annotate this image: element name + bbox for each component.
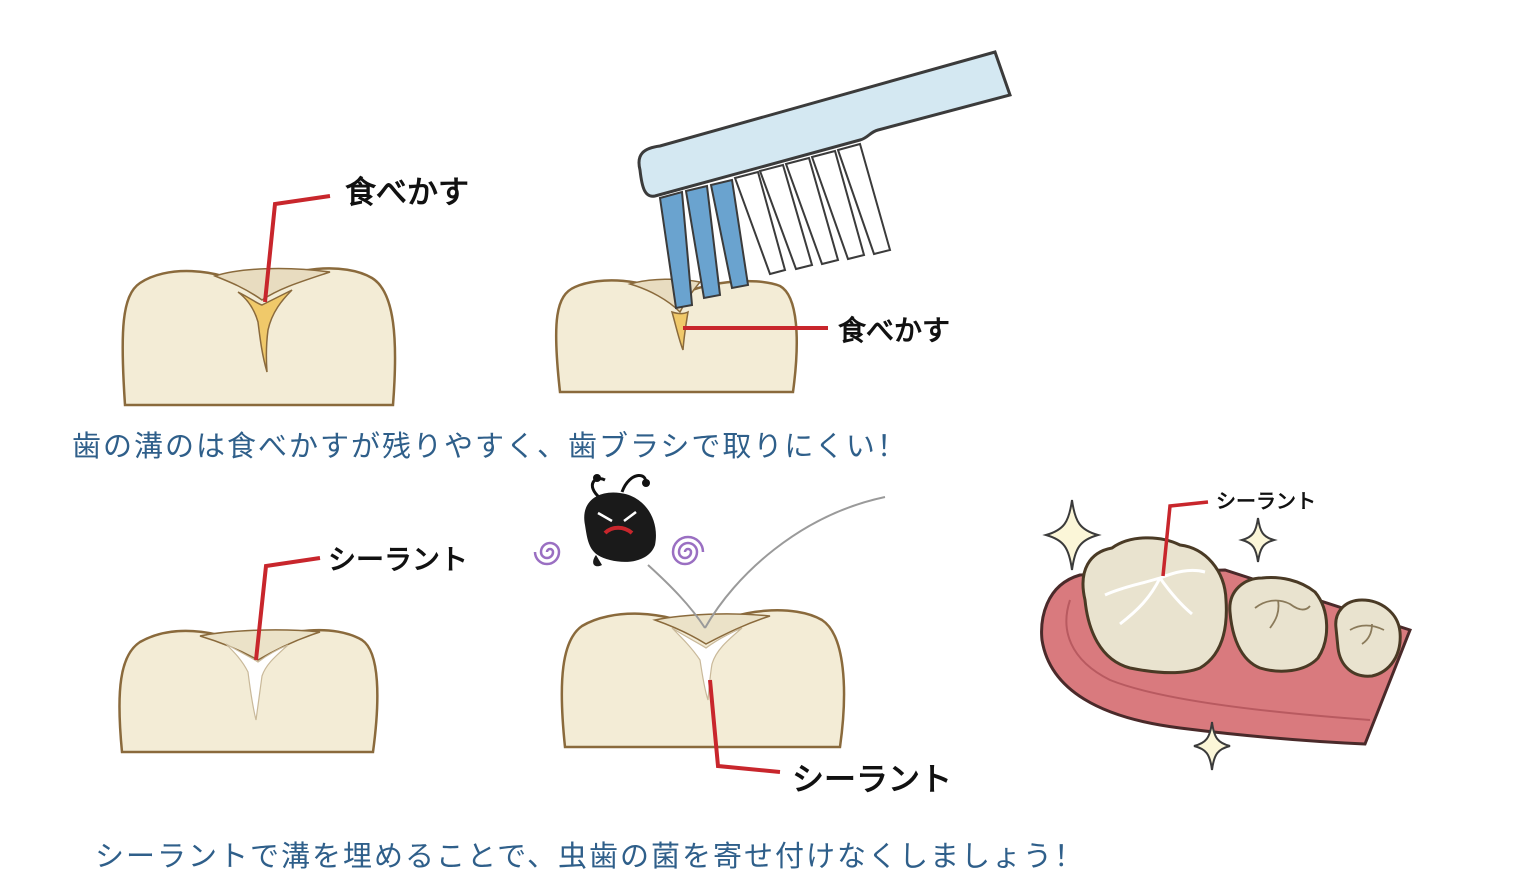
swirl-icon bbox=[533, 541, 561, 566]
sparkle-icon bbox=[1238, 517, 1278, 563]
caption-bottom: シーラントで溝を埋めることで、虫歯の菌を寄せ付けなくしましょう！ bbox=[95, 839, 1085, 873]
tooth-with-debris bbox=[121, 267, 397, 407]
deflection-line bbox=[704, 496, 886, 629]
label-sealant-2: シーラント bbox=[792, 760, 952, 798]
leader-line-sealant-1 bbox=[254, 556, 321, 661]
food-debris bbox=[237, 289, 293, 373]
leader-line-sealant-3 bbox=[1161, 500, 1209, 577]
swirl-icon bbox=[671, 535, 705, 566]
food-debris bbox=[670, 310, 689, 351]
tooth-with-sealant-1 bbox=[118, 628, 379, 754]
gum-with-molars bbox=[1040, 536, 1412, 746]
caption-top: 歯の溝のは食べかすが残りやすく、歯ブラシで取りにくい！ bbox=[72, 429, 908, 463]
label-food-debris-2: 食べかす bbox=[838, 314, 950, 347]
label-food-debris-1: 食べかす bbox=[345, 175, 469, 211]
deflection-line bbox=[647, 564, 706, 629]
leader-line-sealant-2 bbox=[708, 679, 781, 774]
label-sealant-1: シーラント bbox=[328, 543, 468, 576]
sparkle-icon bbox=[1042, 499, 1102, 571]
sparkle-icon bbox=[1193, 721, 1231, 771]
toothbrush-icon bbox=[637, 50, 1012, 310]
tooth-with-sealant-2 bbox=[560, 609, 846, 749]
label-sealant-3: シーラント bbox=[1216, 489, 1316, 513]
sealant-fill bbox=[225, 643, 289, 721]
sealant-fill bbox=[671, 627, 743, 701]
germ-icon bbox=[584, 474, 656, 567]
leader-line-debris-1 bbox=[263, 194, 331, 303]
